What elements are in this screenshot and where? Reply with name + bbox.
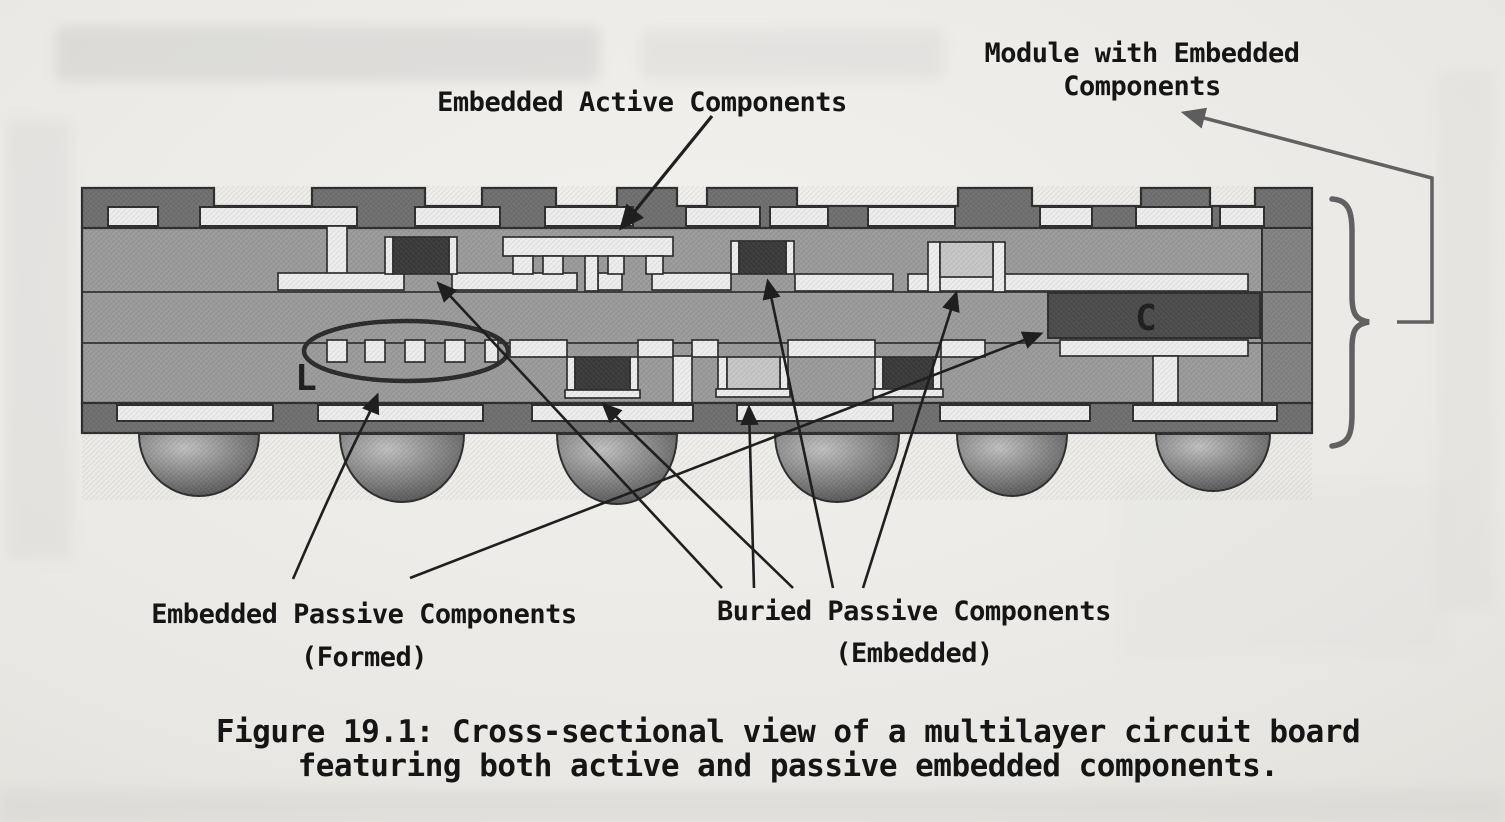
halftone-texture-overlay [82, 186, 1312, 500]
label-module-line2: Components [1063, 71, 1221, 102]
label-buried-passive-line1: Buried Passive Components [717, 596, 1111, 627]
leader-buried-4 [762, 278, 835, 589]
leader-buried-2 [740, 404, 759, 589]
leader-buried-5 [861, 290, 960, 589]
module-brace [1329, 196, 1370, 449]
label-buried-passive-line2: (Embedded) [835, 638, 993, 669]
figure-caption: Figure 19.1: Cross-sectional view of a m… [216, 714, 1361, 784]
leader-formed-capacitor [409, 331, 1044, 580]
figure-caption-line1: Figure 19.1: Cross-sectional view of a m… [216, 714, 1360, 750]
label-embedded-passive-line1: Embedded Passive Components [151, 599, 576, 630]
label-embedded-passive-line2: (Formed) [301, 642, 427, 673]
leader-buried-3 [601, 402, 794, 589]
annotations: Embedded Active Components Module with E… [151, 38, 1434, 673]
leader-buried-1 [436, 281, 723, 589]
circuit-board-cross-section: C [80, 186, 1314, 505]
arrow-active-components [619, 114, 714, 231]
arrow-module [1180, 107, 1434, 324]
page-bleed-through-artifacts [0, 26, 1505, 822]
label-embedded-active-components: Embedded Active Components [437, 87, 847, 118]
label-module-line1: Module with Embedded [984, 38, 1299, 69]
figure-caption-line2: featuring both active and passive embedd… [298, 748, 1279, 784]
leader-formed-inductor [291, 392, 380, 580]
